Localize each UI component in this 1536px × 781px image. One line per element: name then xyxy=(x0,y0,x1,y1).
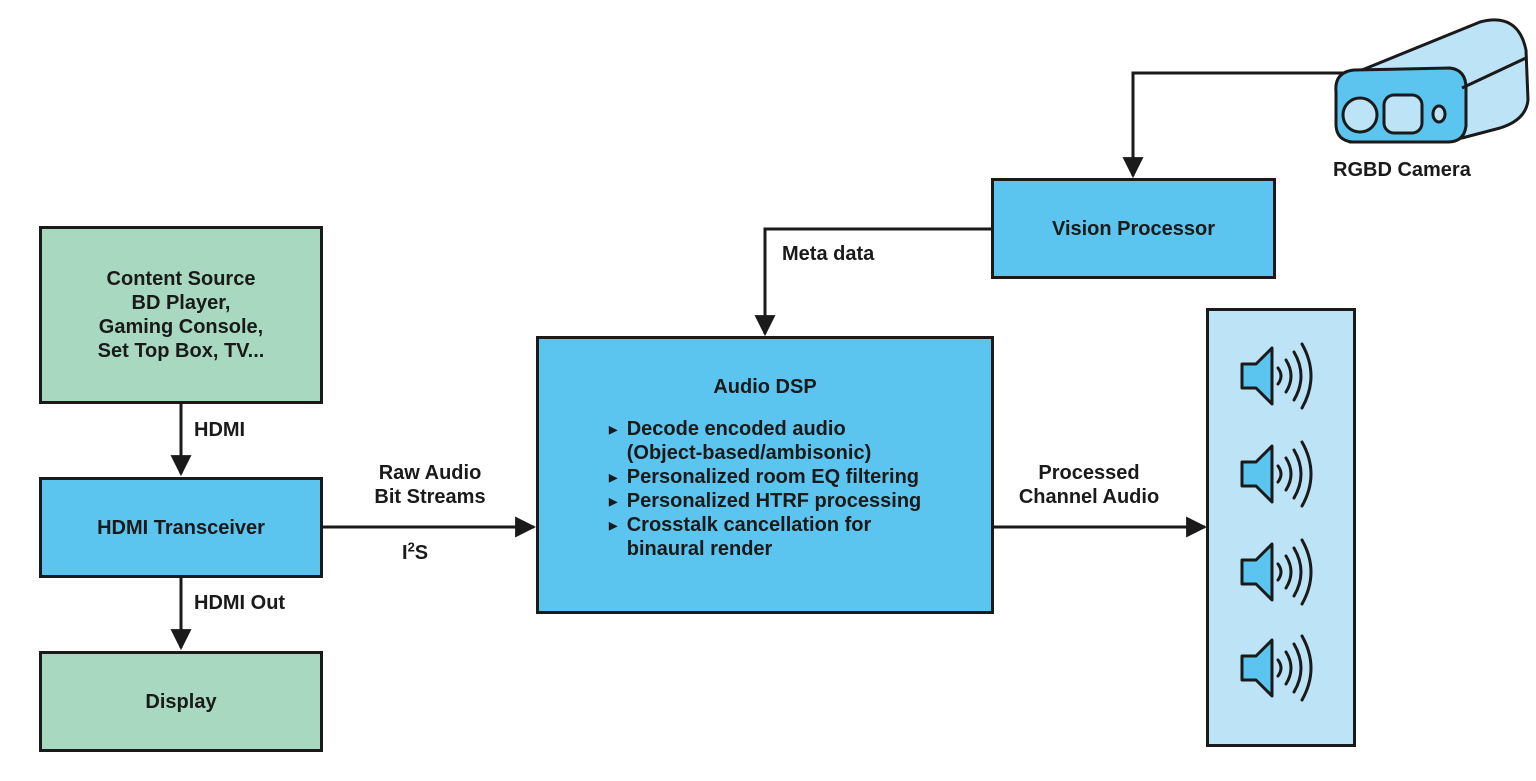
speaker-icon xyxy=(1240,634,1313,702)
content-source-box: Content Source BD Player, Gaming Console… xyxy=(39,226,323,404)
raw-audio-label: Raw Audio Bit Streams xyxy=(340,461,520,509)
raw-audio-line: Raw Audio xyxy=(378,462,482,484)
audio-dsp-title: Audio DSP xyxy=(713,376,817,398)
speaker-icon xyxy=(1240,440,1313,508)
list-item: Personalized HTRF processing xyxy=(609,489,922,513)
hdmi-link-label: HDMI xyxy=(194,419,246,441)
list-item: (Object-based/ambisonic) xyxy=(626,442,872,464)
content-source-line: Set Top Box, TV... xyxy=(97,340,265,362)
hdmi-transceiver-box: HDMI Transceiver xyxy=(39,477,323,578)
arrow-vision-to-dsp xyxy=(754,227,993,337)
processed-audio-label: Processed Channel Audio xyxy=(1000,461,1178,509)
processed-audio-line: Processed xyxy=(1038,462,1140,484)
raw-audio-line: Bit Streams xyxy=(374,486,486,508)
camera-label: RGBD Camera xyxy=(1333,159,1471,181)
processed-audio-line: Channel Audio xyxy=(1018,486,1160,508)
audio-dsp-feature-list: Decode encoded audio (Object-based/ambis… xyxy=(609,417,922,561)
hdmi-out-link-label: HDMI Out xyxy=(194,592,286,614)
list-item: binaural render xyxy=(626,538,773,560)
list-item: Personalized room EQ filtering xyxy=(609,465,922,489)
content-source-title: Content Source xyxy=(106,268,256,290)
list-item: Decode encoded audio xyxy=(609,417,922,441)
content-source-line: Gaming Console, xyxy=(98,316,264,338)
display-label: Display xyxy=(145,690,217,713)
audio-dsp-box: Audio DSP Decode encoded audio (Object-b… xyxy=(536,336,994,614)
display-box: Display xyxy=(39,651,323,752)
speaker-icon xyxy=(1240,538,1313,606)
speaker-icon xyxy=(1240,342,1313,410)
hdmi-transceiver-label: HDMI Transceiver xyxy=(97,516,265,539)
i2s-tail: S xyxy=(414,542,429,564)
camera-icon xyxy=(1334,18,1530,144)
vision-processor-label: Vision Processor xyxy=(1051,217,1216,240)
list-item: Crosstalk cancellation for xyxy=(609,513,922,537)
content-source-line: BD Player, xyxy=(131,292,231,314)
arrow-camera-to-vision xyxy=(1122,71,1350,179)
vision-processor-box: Vision Processor xyxy=(991,178,1276,279)
i2s-superscript: 2 xyxy=(407,539,415,555)
meta-data-label: Meta data xyxy=(782,243,875,265)
i2s-base: I xyxy=(402,542,408,564)
i2s-label: I2S xyxy=(402,539,429,565)
